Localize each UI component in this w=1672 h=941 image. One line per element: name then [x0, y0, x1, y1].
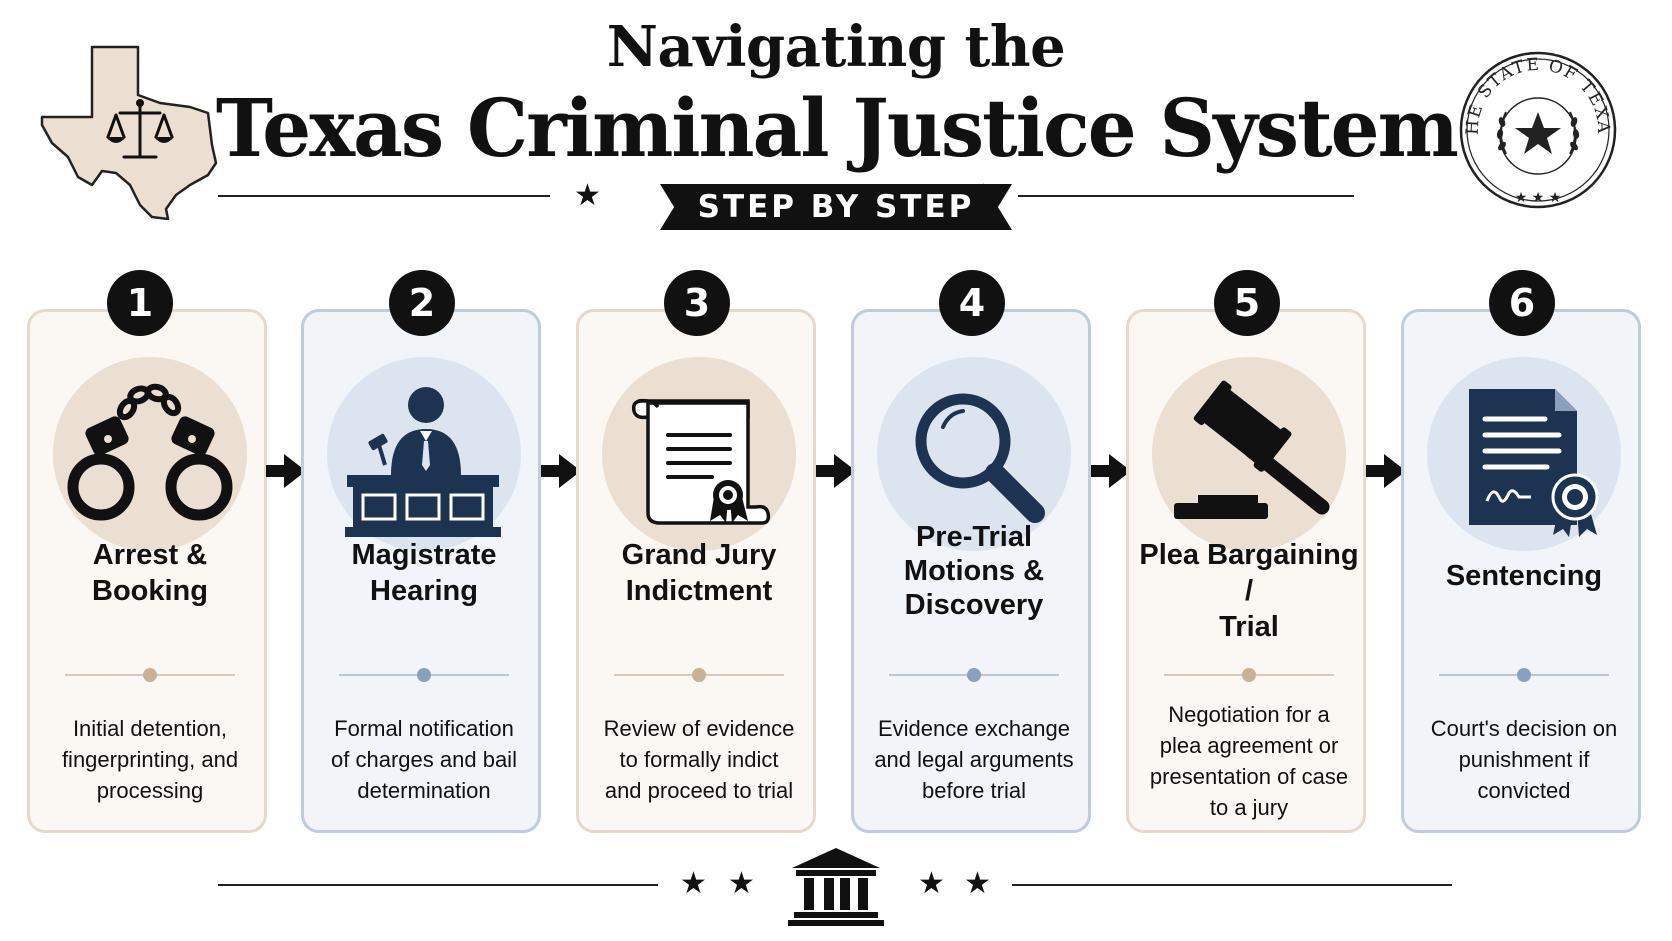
arrow-right-icon	[541, 454, 581, 488]
star-icon: ★	[918, 866, 945, 901]
star-icon: ★	[964, 866, 991, 901]
step-title: Grand Jury Indictment	[621, 539, 777, 607]
step-description: Review of evidence to formally indict an…	[603, 716, 795, 803]
divider	[1164, 668, 1334, 682]
svg-text:★ ★ ★: ★ ★ ★	[1515, 190, 1562, 206]
gavel-icon	[1174, 380, 1330, 519]
star-icon: ★	[970, 178, 997, 213]
icon-circle	[327, 357, 521, 551]
divider	[889, 668, 1059, 682]
arrow-right-icon	[816, 454, 856, 488]
banner-text: STEP BY STEP	[697, 189, 975, 225]
step-card-arrest-booking: Arrest & Booking Initial detention, fing…	[27, 309, 267, 833]
step-by-step-banner: STEP BY STEP	[660, 184, 1012, 230]
step-card-sentencing: Sentencing Court's decision on punishmen…	[1401, 309, 1641, 833]
step-1-number: 1	[107, 270, 173, 336]
icon-circle	[877, 357, 1071, 551]
divider	[1439, 668, 1609, 682]
step-5-number: 5	[1214, 270, 1280, 336]
step-card-grand-jury-indictment: Grand Jury Indictment Review of evidence…	[576, 309, 816, 833]
footer-rule-right	[1012, 884, 1452, 886]
icon-circle	[1152, 357, 1346, 551]
step-description: Evidence exchange and legal arguments be…	[874, 716, 1074, 803]
header-rule-left	[218, 195, 550, 197]
divider	[65, 668, 235, 682]
magnifying-glass-icon	[915, 393, 1045, 523]
star-icon: ★	[680, 866, 707, 901]
icon-circle	[1427, 357, 1621, 551]
arrow-right-icon	[1091, 454, 1131, 488]
footer-rule-left	[218, 884, 658, 886]
header-rule-right	[1018, 195, 1354, 197]
step-title: Pre-Trial Motions & Discovery	[903, 521, 1045, 621]
step-title: Arrest & Booking	[92, 539, 208, 607]
step-4-number: 4	[939, 270, 1005, 336]
arrow-right-icon	[266, 454, 306, 488]
star-icon: ★	[728, 866, 755, 901]
step-description: Formal notification of charges and bail …	[331, 716, 517, 803]
icon-circle	[53, 357, 247, 551]
step-description: Initial detention, fingerprinting, and p…	[61, 716, 239, 803]
step-3-number: 3	[664, 270, 730, 336]
scroll-document-icon	[631, 398, 771, 525]
step-card-plea-bargaining-trial: Plea Bargaining / Trial Negotiation for …	[1126, 309, 1366, 833]
handcuffs-icon	[67, 383, 233, 521]
courthouse-icon	[788, 848, 884, 926]
step-description: Negotiation for a plea agreement or pres…	[1149, 702, 1349, 820]
step-title: Magistrate Hearing	[351, 539, 497, 607]
star-icon: ★	[574, 178, 601, 213]
step-6-number: 6	[1489, 270, 1555, 336]
divider	[339, 668, 509, 682]
step-title: Sentencing	[1445, 560, 1603, 592]
step-card-pre-trial-motions: Pre-Trial Motions & Discovery Evidence e…	[851, 309, 1091, 833]
step-card-magistrate-hearing: Magistrate Hearing Formal notification o…	[301, 309, 541, 833]
icon-circle	[602, 357, 796, 551]
arrow-right-icon	[1366, 454, 1406, 488]
step-2-number: 2	[389, 270, 455, 336]
title-line-1: Navigating the	[606, 14, 1066, 80]
page-title: Texas Criminal Justice System	[215, 81, 1458, 175]
texas-map-icon	[40, 45, 218, 220]
certificate-icon	[1469, 389, 1599, 537]
texas-state-seal-icon: THE STATE OF TEXAS ★ ★ ★	[1458, 50, 1617, 209]
step-description: Court's decision on punishment if convic…	[1430, 716, 1618, 803]
divider	[614, 668, 784, 682]
step-title: Plea Bargaining / Trial	[1139, 539, 1359, 643]
magistrate-icon	[345, 387, 501, 537]
